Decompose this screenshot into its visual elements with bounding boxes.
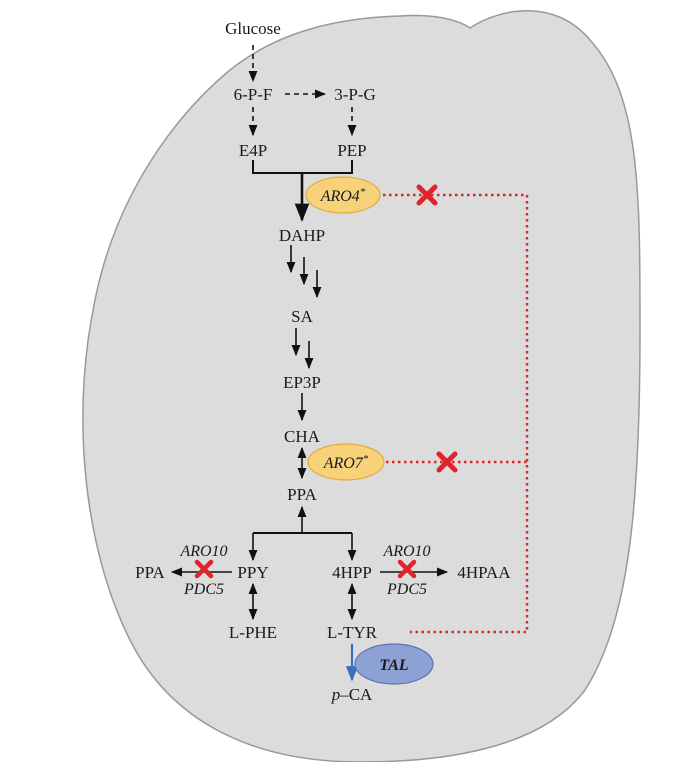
label-aro7-mark: *: [363, 453, 369, 465]
label-ppy: PPY: [237, 563, 268, 582]
label-tal: TAL: [379, 657, 409, 674]
label-lphe: L-PHE: [229, 623, 277, 642]
inhibition-line-aro4: [383, 193, 529, 634]
label-aro7: ARO7*: [323, 453, 369, 472]
label-aro7-name: ARO7: [323, 455, 364, 472]
label-4hpaa: 4HPAA: [457, 563, 511, 582]
label-pca-suffix: –CA: [339, 685, 373, 704]
label-pca-prefix: p: [331, 685, 341, 704]
knockout-mark-aro4: [416, 184, 438, 206]
enzyme-tal-bubble: [354, 643, 434, 685]
knockout-mark-aro10-left: [194, 559, 214, 579]
enzyme-aro4-bubble: [305, 176, 381, 214]
label-pdc5-left: PDC5: [183, 581, 224, 598]
knockout-mark-aro10-right: [397, 559, 417, 579]
label-aro4-name: ARO4: [320, 188, 360, 205]
label-cha: CHA: [284, 427, 321, 446]
label-glucose: Glucose: [225, 19, 281, 38]
label-dahp: DAHP: [279, 226, 325, 245]
label-pca: p–CA: [331, 685, 373, 704]
label-6pf: 6-P-F: [234, 85, 273, 104]
enzyme-aro7-bubble: [307, 443, 385, 481]
label-3pg: 3-P-G: [334, 85, 376, 104]
label-ppa-left: PPA: [135, 563, 165, 582]
label-sa: SA: [291, 307, 313, 326]
knockout-mark-aro7: [436, 451, 458, 473]
label-pep: PEP: [337, 141, 366, 160]
label-aro10-left: ARO10: [179, 543, 227, 560]
label-aro4-mark: *: [360, 186, 366, 198]
label-ppa-center: PPA: [287, 485, 317, 504]
label-ep3p: EP3P: [283, 373, 321, 392]
cell-body: [82, 10, 641, 763]
label-ltyr: L-TYR: [327, 623, 378, 642]
label-aro4: ARO4*: [320, 186, 366, 205]
label-pdc5-right: PDC5: [386, 581, 427, 598]
label-aro10-right: ARO10: [382, 543, 430, 560]
label-4hpp: 4HPP: [332, 563, 372, 582]
label-e4p: E4P: [239, 141, 267, 160]
